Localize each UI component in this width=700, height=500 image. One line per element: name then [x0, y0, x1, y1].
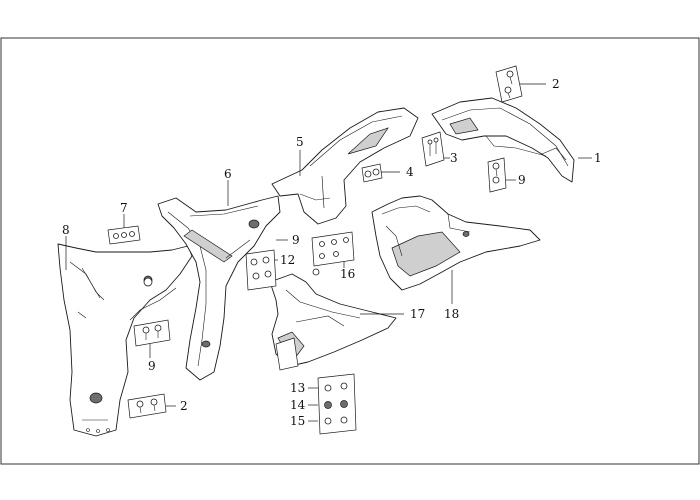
label-9-right: 9 — [518, 173, 526, 187]
label-16: 16 — [340, 267, 355, 281]
label-15: 15 — [290, 414, 305, 428]
label-6: 6 — [224, 167, 232, 181]
fastener-pack-2-top — [495, 65, 523, 103]
label-8: 8 — [62, 223, 70, 237]
fastener-pack-2-bottom — [127, 393, 167, 419]
label-4: 4 — [406, 165, 414, 179]
part-1-upper-right-fender — [431, 97, 575, 183]
label-1: 1 — [594, 151, 602, 165]
label-5: 5 — [296, 135, 304, 149]
fastener-pack-4 — [361, 163, 383, 183]
fastener-pack-16 — [311, 231, 355, 276]
label-13: 13 — [290, 381, 305, 395]
label-12: 12 — [280, 253, 295, 267]
fastener-pack-13-14-15 — [275, 337, 357, 435]
leader-lines — [65, 83, 592, 422]
part-6-center-frame-cover — [157, 195, 281, 381]
label-2-top: 2 — [552, 77, 560, 91]
part-17-lower-middle-panel — [269, 273, 397, 367]
grommet — [89, 392, 103, 404]
label-9-left: 9 — [148, 359, 156, 373]
part-18-right-inner-panel — [371, 195, 541, 291]
fastener-pack-7 — [107, 225, 141, 245]
label-2-bottom: 2 — [180, 399, 188, 413]
callout-labels: 1 2 3 4 5 6 7 8 9 9 9 2 12 13 14 15 16 1… — [62, 77, 602, 428]
label-18: 18 — [444, 307, 459, 321]
fastener-pack-3 — [421, 131, 445, 167]
fastener-pack-9-left — [133, 277, 171, 347]
fastener-pack-9-right — [487, 157, 507, 193]
label-9-mid: 9 — [292, 233, 300, 247]
label-3: 3 — [450, 151, 458, 165]
diagram-border — [0, 37, 700, 465]
label-7: 7 — [120, 201, 128, 215]
fastener-pack-9-mid — [245, 249, 277, 291]
label-17: 17 — [410, 307, 425, 321]
part-5-upper-bracket — [271, 107, 419, 225]
part-8-left-side-cover — [57, 243, 193, 437]
label-14: 14 — [290, 398, 306, 412]
